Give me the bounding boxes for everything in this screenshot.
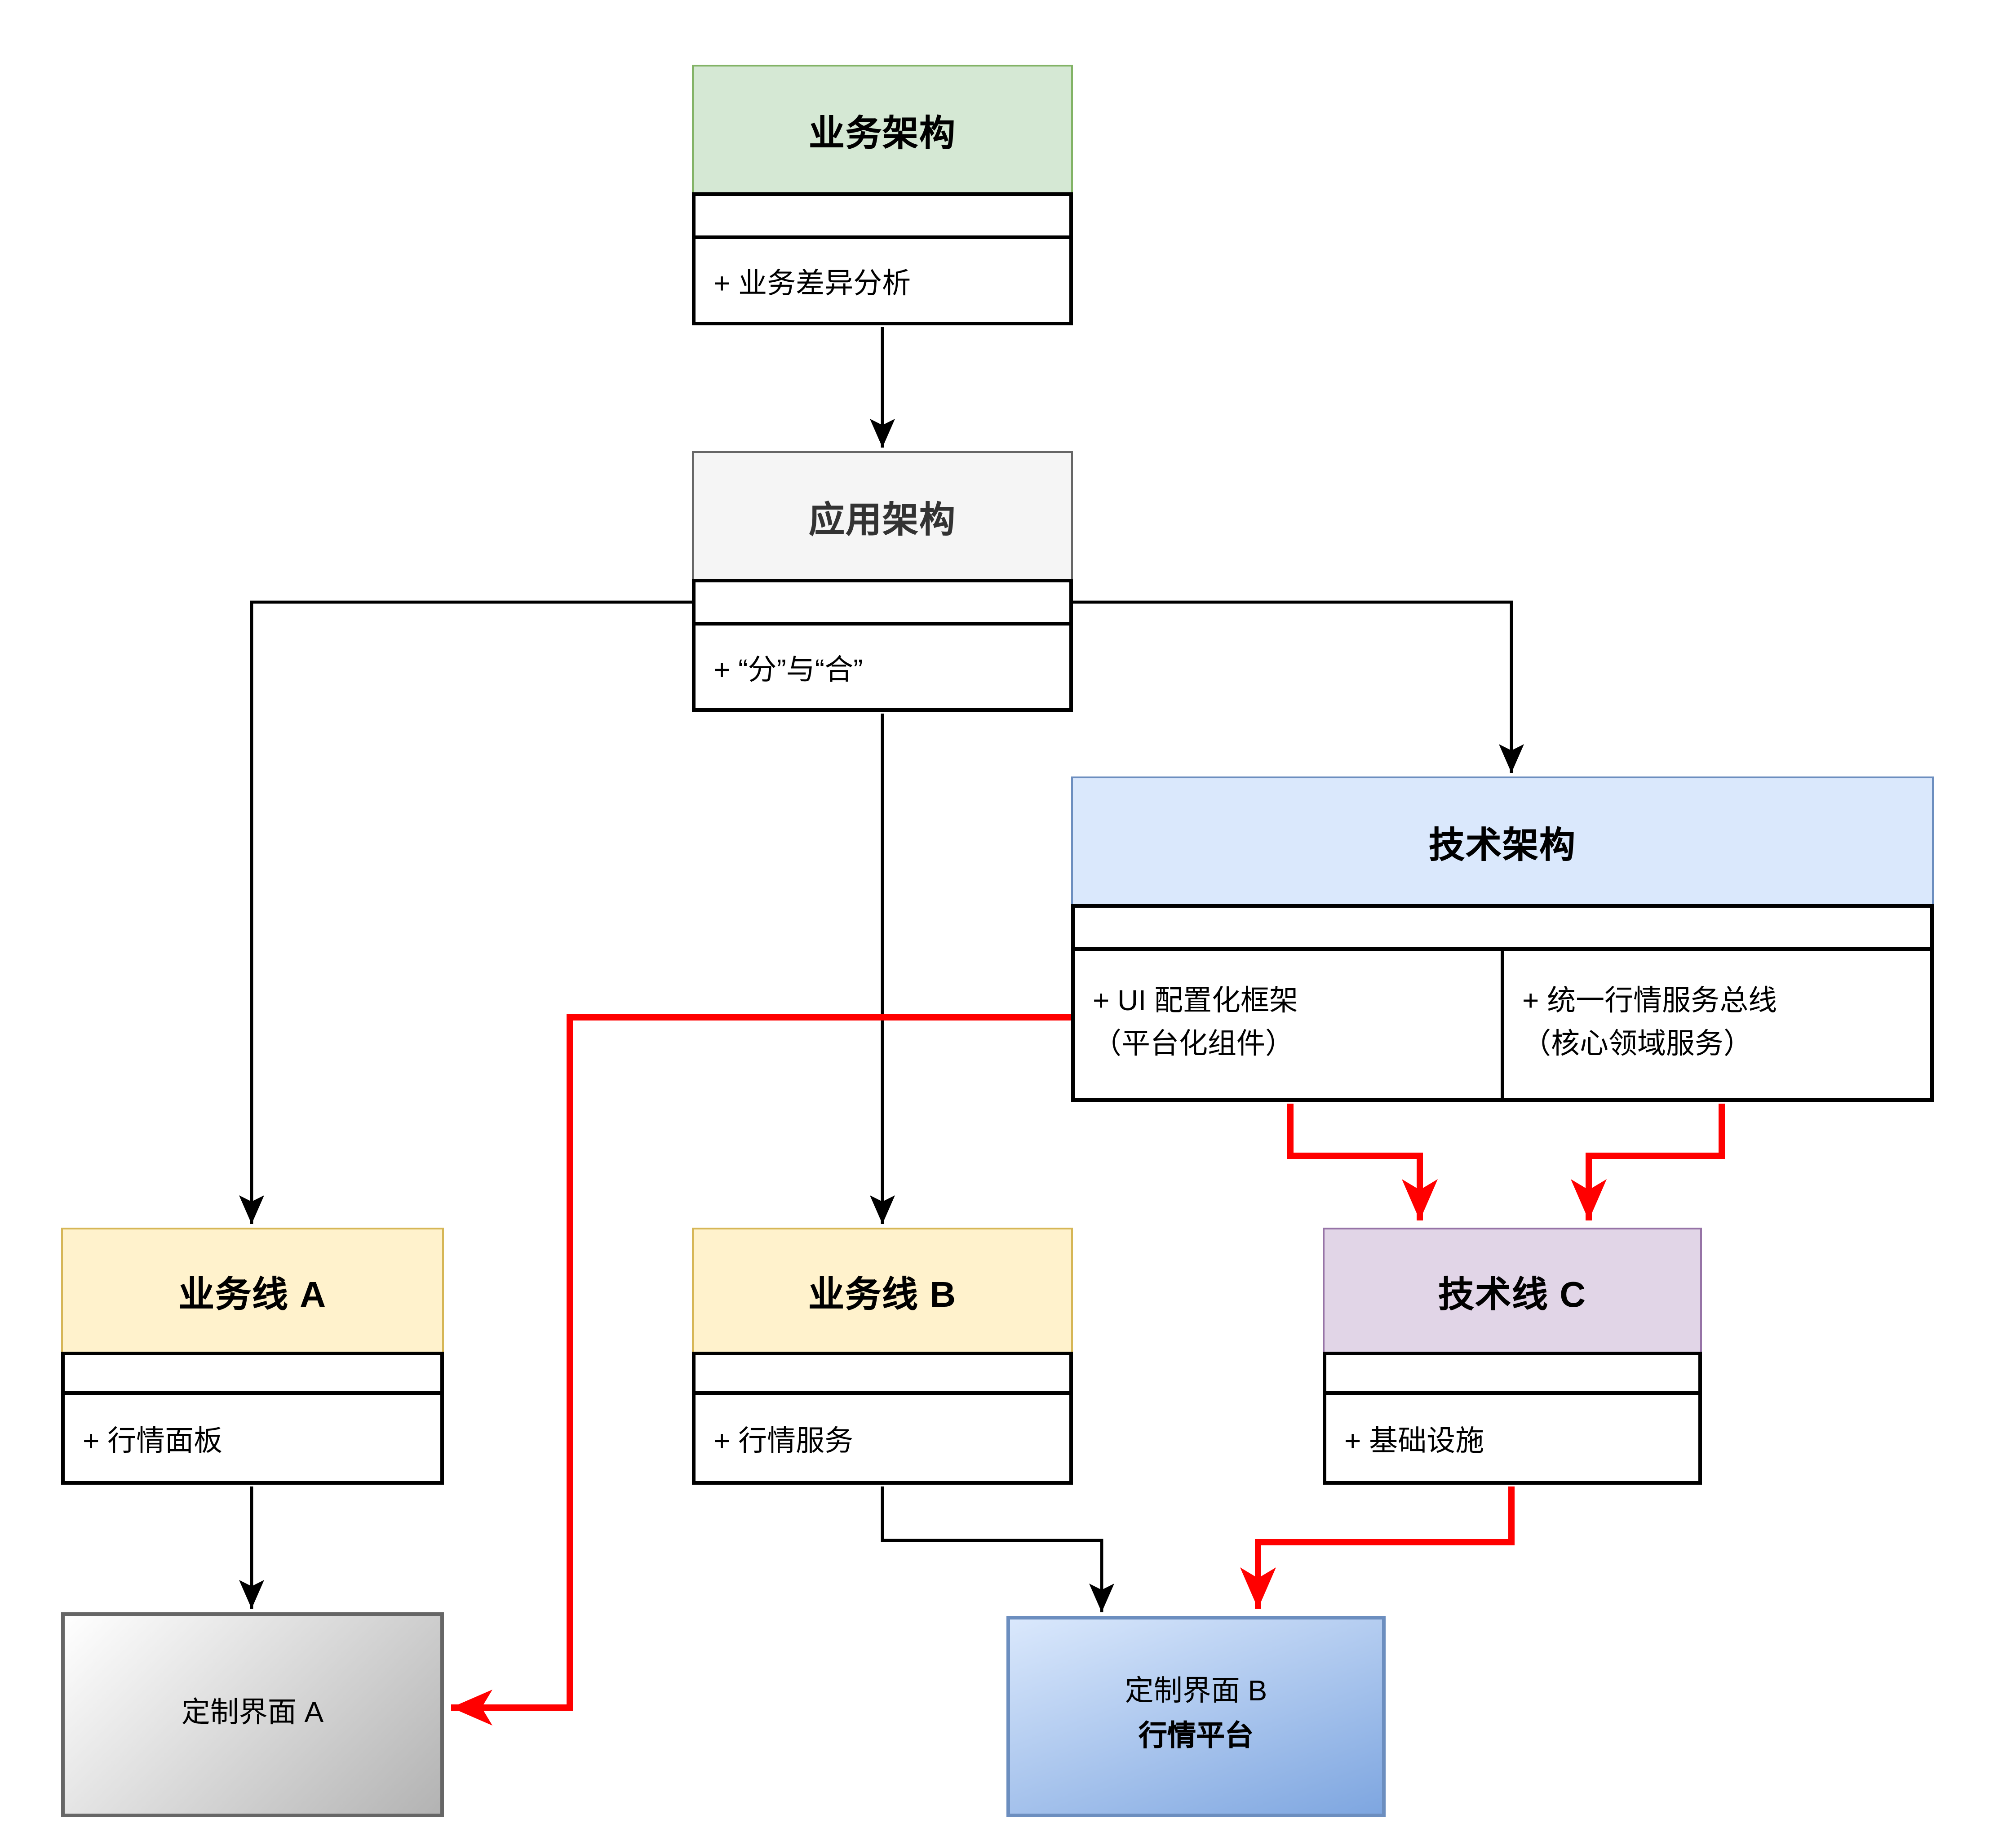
node-tech-arch-title: 技术架构 xyxy=(1429,826,1576,865)
node-custom-ui-a: 定制界面 A xyxy=(61,1612,444,1817)
node-biz-line-a-body: + 行情面板 xyxy=(61,1352,444,1485)
node-tech-line-c-attribute: + 基础设施 xyxy=(1326,1395,1698,1481)
node-custom-ui-b-title-line2: 行情平台 xyxy=(1138,1722,1254,1753)
node-tech-line-c-body: + 基础设施 xyxy=(1323,1352,1702,1485)
node-app-arch: 应用架构 + “分”与“合” xyxy=(692,451,1073,712)
node-biz-line-a: 业务线 A + 行情面板 xyxy=(61,1228,444,1485)
node-biz-line-b-body: + 行情服务 xyxy=(692,1352,1073,1485)
edge-app-to-biz-line-a xyxy=(239,600,692,1224)
node-biz-line-b-title: 业务线 B xyxy=(808,1275,957,1315)
node-business-arch: 业务架构 + 业务差异分析 xyxy=(692,65,1073,325)
node-biz-line-a-attribute: + 行情面板 xyxy=(65,1395,440,1481)
node-tech-line-c-header: 技术线 C xyxy=(1323,1228,1702,1353)
attribute-text: + “分”与“合” xyxy=(713,656,863,687)
node-custom-ui-b-title-line1: 定制界面 B xyxy=(1125,1677,1267,1708)
attribute-line: + 统一行情服务总线 xyxy=(1522,987,1777,1017)
node-tech-arch-header: 技术架构 xyxy=(1071,776,1934,906)
node-app-arch-header: 应用架构 xyxy=(692,451,1073,581)
node-business-arch-title: 业务架构 xyxy=(809,114,956,154)
edge-ui-framework-to-tech-line-c xyxy=(1287,1104,1438,1220)
node-tech-line-c-empty-compartment xyxy=(1326,1355,1698,1395)
node-biz-line-a-empty-compartment xyxy=(65,1355,440,1395)
attribute-text: + 行情服务 xyxy=(713,1427,854,1458)
node-tech-arch-attr-market-bus: + 统一行情服务总线 （核心领域服务） xyxy=(1504,951,1930,1098)
edge-app-to-tech-arch xyxy=(1073,600,1524,773)
node-business-arch-header: 业务架构 xyxy=(692,65,1073,194)
node-tech-line-c: 技术线 C + 基础设施 xyxy=(1323,1228,1702,1485)
node-app-arch-body: + “分”与“合” xyxy=(692,579,1073,712)
node-tech-arch: 技术架构 + UI 配置化框架 （平台化组件） + 统一行情服务总线 （核心领域… xyxy=(1071,776,1934,1102)
attribute-text: + 行情面板 xyxy=(83,1427,223,1458)
node-app-arch-title: 应用架构 xyxy=(809,501,956,540)
node-biz-line-b: 业务线 B + 行情服务 xyxy=(692,1228,1073,1485)
attribute-text: + 业务差异分析 xyxy=(713,270,911,300)
node-biz-line-a-header: 业务线 A xyxy=(61,1228,444,1353)
node-tech-arch-attributes: + UI 配置化框架 （平台化组件） + 统一行情服务总线 （核心领域服务） xyxy=(1075,951,1930,1098)
node-app-arch-attribute: + “分”与“合” xyxy=(696,626,1069,708)
node-business-arch-attribute: + 业务差异分析 xyxy=(696,239,1069,322)
node-tech-arch-empty-compartment xyxy=(1075,908,1930,951)
edge-biz-line-b-to-custom-b xyxy=(881,1486,1114,1612)
edge-tech-line-c-to-custom-b xyxy=(1240,1486,1515,1609)
node-biz-line-b-attribute: + 行情服务 xyxy=(696,1395,1069,1481)
node-biz-line-b-header: 业务线 B xyxy=(692,1228,1073,1353)
attribute-line: + UI 配置化框架 xyxy=(1093,987,1298,1017)
edge-market-bus-to-tech-line-c xyxy=(1571,1104,1725,1220)
attribute-line: （核心领域服务） xyxy=(1522,1030,1753,1060)
node-tech-arch-body: + UI 配置化框架 （平台化组件） + 统一行情服务总线 （核心领域服务） xyxy=(1071,904,1934,1102)
node-tech-arch-attr-ui-framework: + UI 配置化框架 （平台化组件） xyxy=(1075,951,1504,1098)
node-business-arch-body: + 业务差异分析 xyxy=(692,192,1073,325)
node-app-arch-empty-compartment xyxy=(696,582,1069,626)
attribute-text: + 基础设施 xyxy=(1344,1427,1484,1458)
node-custom-ui-b: 定制界面 B 行情平台 xyxy=(1006,1616,1386,1817)
attribute-line: （平台化组件） xyxy=(1093,1030,1294,1060)
node-custom-ui-a-title: 定制界面 A xyxy=(181,1698,324,1729)
node-biz-line-b-empty-compartment xyxy=(696,1355,1069,1395)
node-tech-line-c-title: 技术线 C xyxy=(1438,1275,1586,1315)
node-business-arch-empty-compartment xyxy=(696,196,1069,239)
node-biz-line-a-title: 业务线 A xyxy=(178,1275,327,1315)
